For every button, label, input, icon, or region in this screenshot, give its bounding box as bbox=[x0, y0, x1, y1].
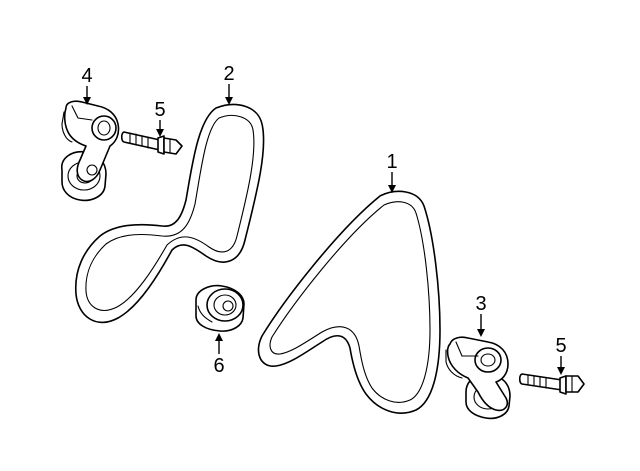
leader-6 bbox=[215, 333, 223, 354]
leader-5-left bbox=[156, 120, 164, 137]
tensioner-right bbox=[445, 336, 511, 420]
callout-6: 6 bbox=[213, 355, 224, 377]
callout-3: 3 bbox=[475, 293, 486, 315]
leader-5-right bbox=[557, 356, 565, 375]
leader-2 bbox=[225, 84, 233, 105]
leader-4 bbox=[83, 86, 91, 105]
idler-pulley bbox=[195, 284, 245, 332]
leader-3 bbox=[477, 314, 485, 337]
bolt-right bbox=[518, 373, 585, 395]
callout-1: 1 bbox=[386, 151, 397, 173]
bolt-left bbox=[120, 131, 183, 155]
belt-small bbox=[74, 103, 265, 324]
tensioner-left bbox=[61, 100, 120, 202]
leader-1 bbox=[388, 172, 396, 193]
callout-4: 4 bbox=[81, 65, 92, 87]
callout-5-left: 5 bbox=[154, 99, 165, 121]
callout-2: 2 bbox=[223, 63, 234, 85]
belt-large bbox=[257, 190, 441, 414]
callout-5-right: 5 bbox=[555, 335, 566, 357]
